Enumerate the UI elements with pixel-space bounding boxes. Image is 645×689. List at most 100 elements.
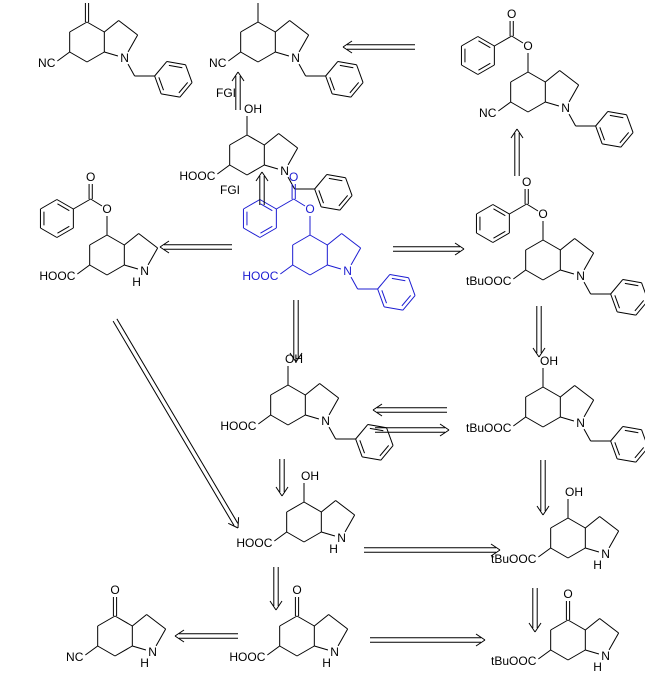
ring-bond [542, 269, 561, 281]
phenyl-bond [154, 61, 168, 77]
phenyl-bond [476, 204, 494, 215]
ring-bond [585, 547, 600, 553]
arrow-head [475, 639, 486, 647]
phenyl-bond [492, 232, 510, 243]
phenyl-bond [325, 61, 339, 77]
ring-bond [132, 645, 147, 651]
n-benzyl-bond [298, 63, 307, 77]
phenyl-bond [314, 188, 322, 208]
n-atom-label: N [337, 531, 346, 545]
ring-bond [527, 71, 546, 83]
arrow-head [510, 128, 518, 139]
retro-arrow-8 [532, 306, 546, 358]
arrow-head [159, 240, 170, 248]
phenyl-bond [326, 173, 346, 179]
ring-bond [286, 531, 305, 543]
ring-bond [550, 547, 569, 559]
ester-phenyl-bond [276, 198, 294, 210]
phenyl-bond [161, 93, 180, 98]
phenyl-bond [345, 177, 353, 196]
phenyl-bond [461, 64, 479, 75]
phenyl-bond-inner [260, 203, 273, 212]
arrow-head [342, 46, 353, 54]
retro-arrow-2 [231, 71, 245, 110]
ring-bond [279, 615, 298, 627]
ring-bond [146, 614, 166, 630]
ring-bond [264, 133, 279, 146]
ring-bond [328, 614, 348, 630]
ring-bond [560, 416, 575, 422]
ring-bond [240, 51, 259, 63]
ring-bond [525, 239, 544, 251]
ring-bond [104, 51, 119, 57]
ring-bond [275, 20, 290, 33]
phenyl-bond-inner [634, 447, 645, 459]
ring-bond [298, 34, 310, 53]
n-benzyl-bond [568, 113, 577, 127]
ring-bond [510, 101, 529, 113]
substituent-label: HOOC [39, 269, 75, 283]
ring-bond [574, 238, 594, 254]
ring-bond [545, 70, 560, 83]
ester-c-o-bond [526, 203, 539, 212]
ring-bond [246, 134, 265, 146]
phenyl-bond [641, 429, 645, 441]
ring-bond [303, 531, 322, 543]
arrow-head [237, 517, 240, 529]
phenyl-bond-inner [478, 40, 491, 49]
phenyl-bond-inner [478, 62, 491, 71]
ring-bond [567, 517, 586, 529]
ring-bond [574, 385, 594, 401]
ring-bond [303, 501, 322, 513]
ring-bond [321, 500, 336, 513]
substituent-label: NC [66, 650, 84, 664]
phenyl-bond [166, 60, 186, 66]
carbonyl-oxygen-label: O [507, 7, 516, 21]
ring-bond [608, 530, 620, 549]
retro-arrow-17 [174, 629, 238, 643]
substituent-bond [280, 264, 293, 275]
oxygen-label: O [563, 587, 572, 601]
ring-bond [124, 264, 139, 270]
phenyl-bond [377, 288, 385, 308]
phenyl-bond [179, 82, 193, 98]
ring-bond [350, 247, 362, 266]
arrow-head [275, 486, 283, 497]
ring-bond [292, 264, 311, 276]
ring-bond [69, 21, 88, 33]
arrow-head [281, 486, 289, 497]
substituent-label: NC [209, 56, 227, 70]
ring-bond [567, 547, 586, 559]
phenyl-bond-inner [379, 445, 390, 457]
arrow-head [439, 423, 450, 431]
phenyl-bond-inner [599, 127, 605, 141]
fgi-label: FGI [220, 183, 240, 197]
arrow-head [454, 242, 465, 250]
substituent-label: HOOC [220, 419, 256, 433]
ester-oxygen-label: O [102, 202, 111, 216]
arrow-head [490, 543, 501, 551]
ring-bond [337, 628, 349, 647]
phenyl-bond [243, 227, 261, 238]
phenyl-bond [154, 75, 162, 95]
phenyl-bond-inner [614, 442, 620, 456]
ester-phenyl-bond [73, 198, 91, 210]
phenyl-bond [386, 427, 394, 446]
phenyl-bond-inner [624, 282, 639, 287]
n-atom-label: N [601, 649, 610, 663]
arrow-head [372, 403, 383, 411]
arrow-head [275, 600, 283, 611]
arrow-head [475, 633, 486, 641]
n-benzyl-bond [127, 63, 136, 77]
ring-bond [567, 649, 586, 661]
ester-phenyl-bond [494, 35, 512, 47]
retro-arrow-3 [255, 171, 269, 205]
arrow-head [231, 71, 239, 82]
ring-bond [341, 233, 361, 249]
phenyl-bond [40, 199, 58, 210]
phenyl-bond-inner [359, 440, 365, 454]
